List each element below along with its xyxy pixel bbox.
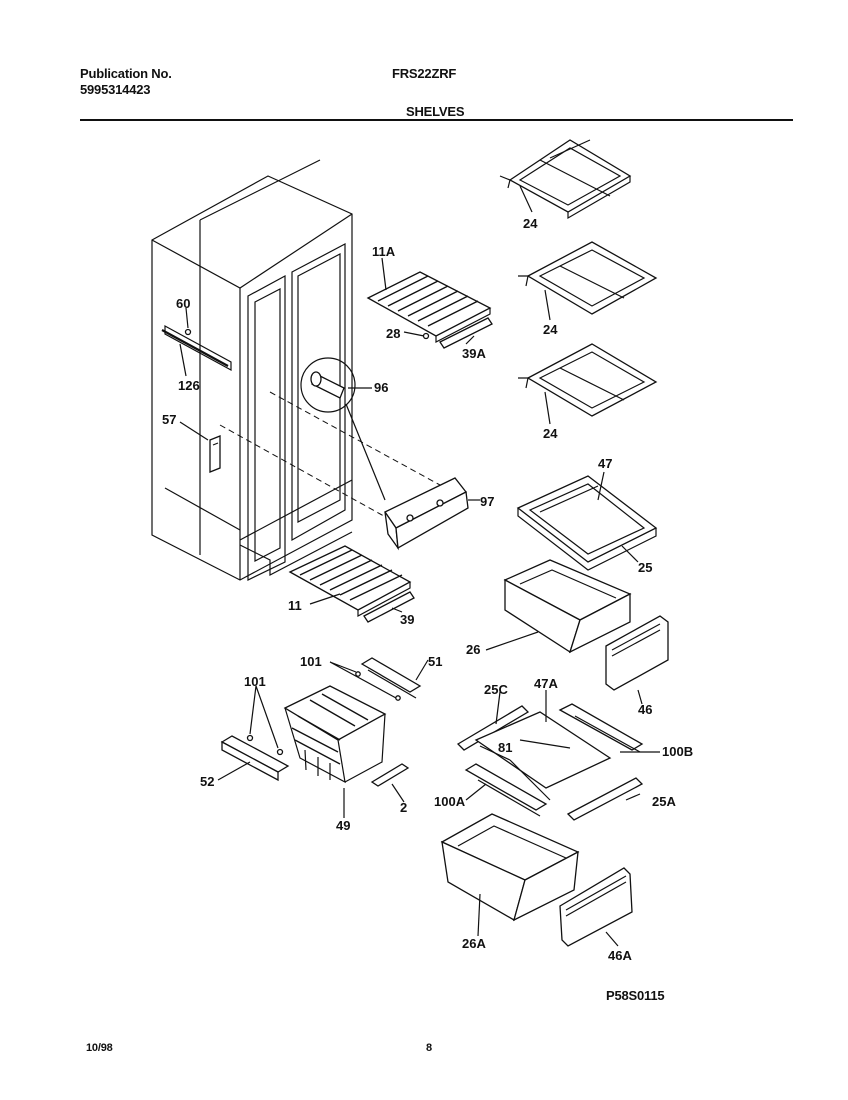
callout-39: 39 xyxy=(400,612,414,627)
part-26a-crisper-drawer xyxy=(440,813,580,922)
part-52-bracket xyxy=(220,735,290,782)
part-51-rail xyxy=(360,657,422,699)
part-101-screws-lower xyxy=(246,734,284,756)
callout-2: 2 xyxy=(400,800,407,815)
assembly-line xyxy=(219,424,401,526)
part-97-rail xyxy=(384,477,469,551)
callout-51: 51 xyxy=(428,654,442,669)
callout-11a: 11A xyxy=(372,244,396,259)
part-60-126-bracket xyxy=(161,324,232,372)
part-25a-rail xyxy=(566,777,644,821)
callout-47: 47 xyxy=(598,456,612,471)
part-100b-rail xyxy=(558,703,644,753)
part-46a-drawer-front xyxy=(559,867,633,947)
callout-25c: 25C xyxy=(484,682,508,697)
part-101-screws-upper xyxy=(355,671,401,701)
callout-81: 81 xyxy=(498,740,512,755)
leader-lines xyxy=(179,185,660,947)
callout-49: 49 xyxy=(336,818,350,833)
footer-date: 10/98 xyxy=(86,1042,113,1054)
part-49-wire-basket xyxy=(283,685,387,784)
part-39a-rail xyxy=(439,317,493,349)
callout-39a: 39A xyxy=(462,346,486,361)
part-24-glass-shelf-bottom xyxy=(518,343,658,417)
callout-11: 11 xyxy=(288,598,302,613)
part-25c-rail xyxy=(456,705,530,751)
part-11a-wire-shelf xyxy=(366,271,492,343)
callout-60: 60 xyxy=(176,296,190,311)
callout-25: 25 xyxy=(638,560,652,575)
drawing-code: P58S0115 xyxy=(606,988,665,1003)
part-100a-rail xyxy=(464,763,548,817)
publication-label: Publication No. xyxy=(80,66,172,81)
callout-46a: 46A xyxy=(608,948,632,963)
callout-100b: 100B xyxy=(662,744,693,759)
callout-26a: 26A xyxy=(462,936,486,951)
callout-26: 26 xyxy=(466,642,480,657)
part-46-drawer-front xyxy=(605,615,669,691)
callout-28: 28 xyxy=(386,326,400,341)
part-39-rail xyxy=(363,591,415,623)
part-47-crisper-cover xyxy=(516,475,658,571)
callout-46: 46 xyxy=(638,702,652,717)
part-28-screw xyxy=(422,332,430,340)
section-title: SHELVES xyxy=(406,104,465,119)
part-24-glass-shelf-top xyxy=(499,139,632,220)
callout-100a: 100A xyxy=(434,794,466,809)
publication-number: 5995314423 xyxy=(80,82,151,97)
callout-96: 96 xyxy=(374,380,388,395)
callout-25a: 25A xyxy=(652,794,676,809)
part-24-glass-shelf-middle xyxy=(518,241,658,315)
assembly-line xyxy=(269,391,441,486)
callout-24: 24 xyxy=(543,322,558,337)
callout-47a: 47A xyxy=(534,676,558,691)
part-26-crisper-drawer xyxy=(503,559,632,654)
callout-126: 126 xyxy=(178,378,200,393)
callout-57: 57 xyxy=(162,412,176,427)
callout-24: 24 xyxy=(543,426,558,441)
part-96-detail xyxy=(300,357,386,501)
callout-97: 97 xyxy=(480,494,494,509)
header-rule xyxy=(80,119,793,121)
part-2-rail xyxy=(370,763,410,787)
cabinet-drawing xyxy=(151,159,353,581)
callout-52: 52 xyxy=(200,774,214,789)
part-11-wire-shelf xyxy=(288,545,412,618)
part-57-bracket xyxy=(209,435,221,473)
model-number: FRS22ZRF xyxy=(392,66,457,81)
page-number: 8 xyxy=(426,1042,432,1054)
callout-101: 101 xyxy=(300,654,322,669)
callout-101: 101 xyxy=(244,674,266,689)
callout-24: 24 xyxy=(523,216,538,231)
